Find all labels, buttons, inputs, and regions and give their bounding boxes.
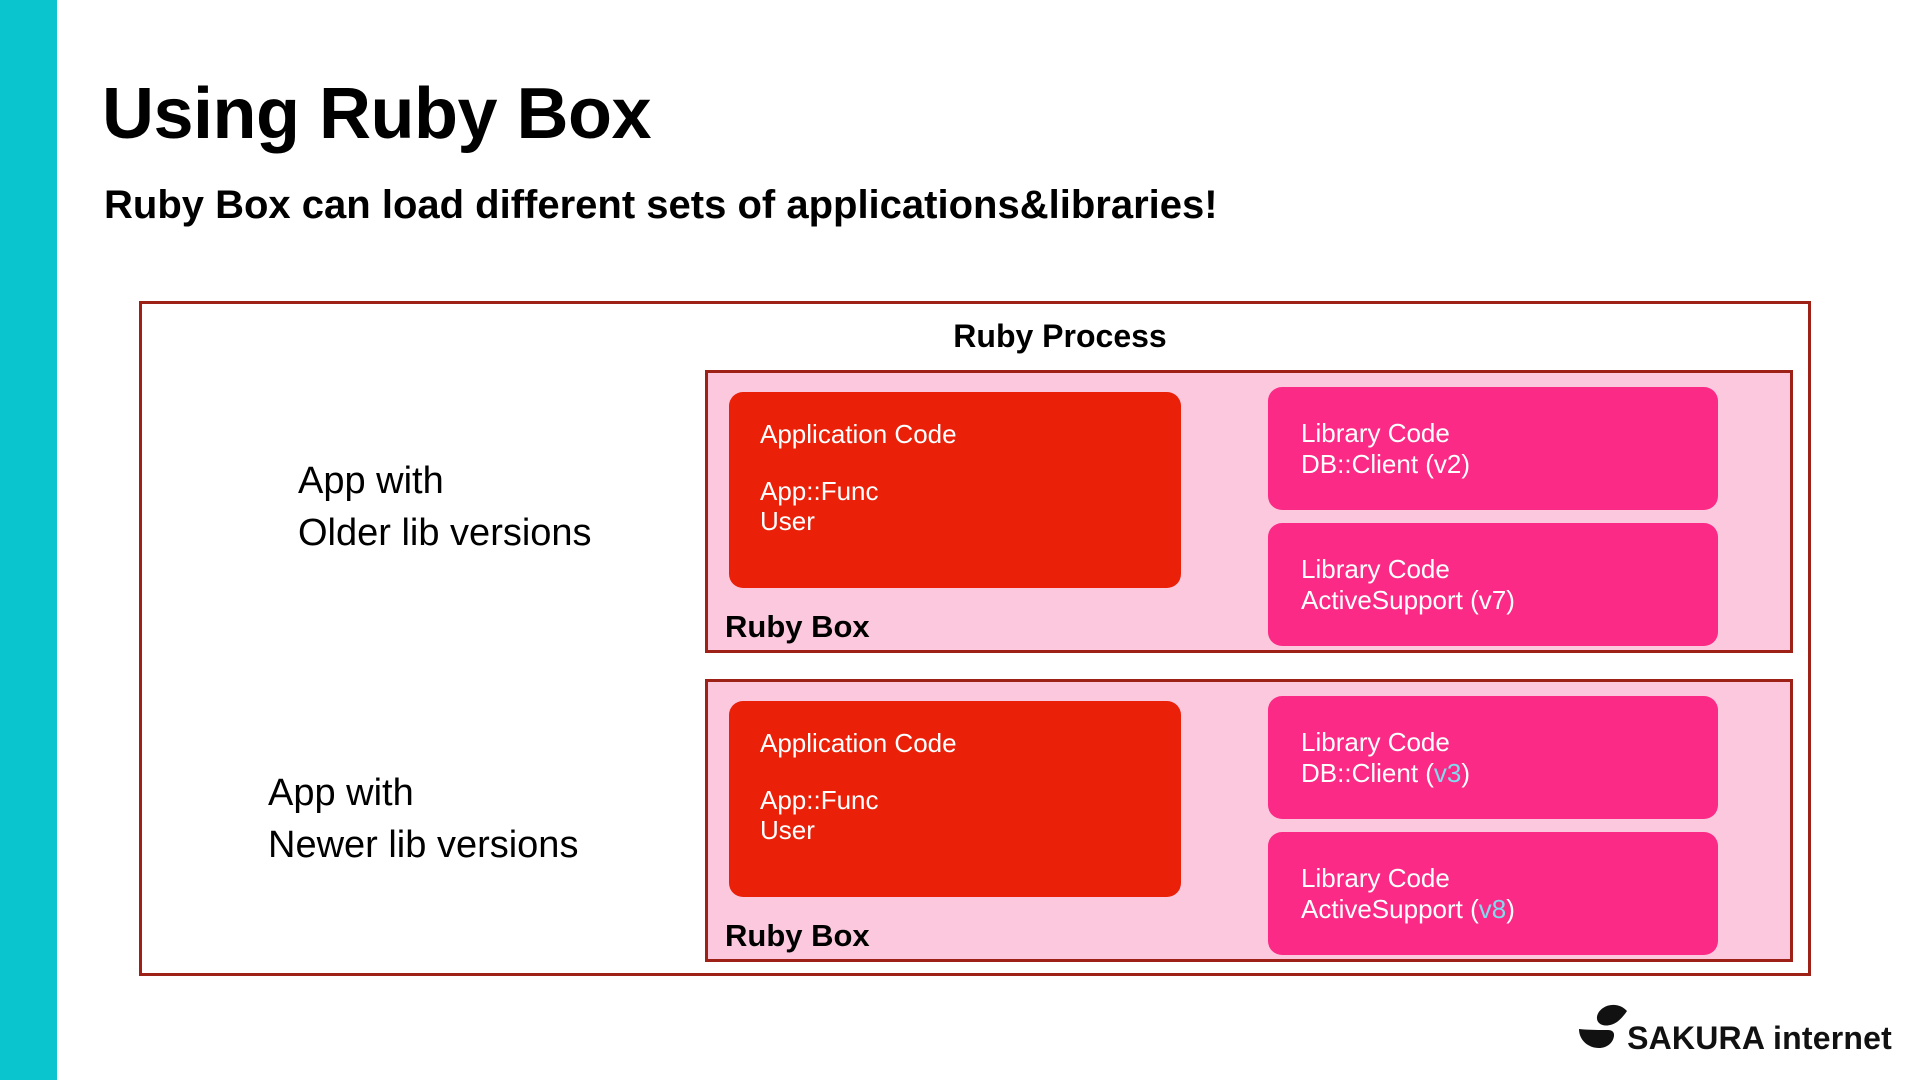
sakura-internet-logo-text: SAKURA internet bbox=[1627, 1020, 1892, 1056]
application-code-line-2: User bbox=[760, 506, 815, 537]
sakura-petal-icon bbox=[1577, 1002, 1629, 1054]
library-card-name: DB::Client (v2) bbox=[1301, 449, 1718, 479]
ruby-box-newer: Application Code App::Func User Library … bbox=[705, 679, 1793, 962]
annotation-older-line-1: App with bbox=[298, 460, 444, 502]
application-code-body: App::Func User bbox=[760, 785, 1181, 846]
annotation-newer-line-2: Newer lib versions bbox=[268, 824, 579, 867]
library-version-text: v7 bbox=[1478, 584, 1507, 615]
library-version-text: v8 bbox=[1478, 893, 1507, 924]
application-code-card: Application Code App::Func User bbox=[729, 392, 1181, 588]
application-code-line-2: User bbox=[760, 815, 815, 846]
library-suffix-text: ) bbox=[1461, 757, 1471, 788]
library-card-title: Library Code bbox=[1301, 418, 1450, 449]
application-code-body: App::Func User bbox=[760, 476, 1181, 537]
ruby-box-label: Ruby Box bbox=[725, 917, 870, 953]
ruby-process-frame: Ruby Process Application Code App::Func … bbox=[139, 301, 1811, 976]
application-code-line-1: App::Func bbox=[760, 475, 879, 506]
ruby-box-label: Ruby Box bbox=[725, 608, 870, 644]
annotation-newer-app: App with Newer lib versions bbox=[268, 767, 578, 872]
library-card-title: Library Code bbox=[1301, 727, 1450, 758]
annotation-older-line-2: Older lib versions bbox=[298, 512, 592, 555]
page-subtitle: Ruby Box can load different sets of appl… bbox=[104, 183, 1218, 227]
library-suffix-text: ) bbox=[1506, 893, 1515, 924]
library-card-title: Library Code bbox=[1301, 554, 1450, 585]
library-suffix-text: ) bbox=[1461, 448, 1471, 479]
library-name-text: DB::Client ( bbox=[1301, 448, 1434, 479]
library-name-text: DB::Client ( bbox=[1301, 757, 1434, 788]
annotation-older-app: App with Older lib versions bbox=[298, 455, 592, 560]
page-title: Using Ruby Box bbox=[102, 74, 652, 154]
ruby-box-older: Application Code App::Func User Library … bbox=[705, 370, 1793, 653]
application-code-title: Application Code bbox=[760, 419, 957, 449]
library-suffix-text: ) bbox=[1506, 584, 1515, 615]
library-card-activesupport-v8: Library Code ActiveSupport (v8) bbox=[1268, 832, 1718, 955]
library-card-name: DB::Client (v3) bbox=[1301, 758, 1718, 788]
library-version-text: v3 bbox=[1433, 757, 1462, 788]
library-card-title: Library Code bbox=[1301, 863, 1450, 894]
library-card-db-client-v3: Library Code DB::Client (v3) bbox=[1268, 696, 1718, 819]
library-card-name: ActiveSupport (v7) bbox=[1301, 585, 1718, 615]
application-code-title: Application Code bbox=[760, 728, 957, 758]
ruby-process-label: Ruby Process bbox=[953, 318, 1167, 354]
library-version-text: v2 bbox=[1433, 448, 1462, 479]
library-card-activesupport-v7: Library Code ActiveSupport (v7) bbox=[1268, 523, 1718, 646]
library-card-name: ActiveSupport (v8) bbox=[1301, 894, 1718, 924]
library-name-text: ActiveSupport ( bbox=[1301, 893, 1479, 924]
library-card-db-client-v2: Library Code DB::Client (v2) bbox=[1268, 387, 1718, 510]
application-code-line-1: App::Func bbox=[760, 784, 879, 815]
annotation-newer-line-1: App with bbox=[268, 772, 414, 814]
sakura-internet-logo: SAKURA internet bbox=[1577, 1002, 1892, 1056]
library-name-text: ActiveSupport ( bbox=[1301, 584, 1479, 615]
application-code-card: Application Code App::Func User bbox=[729, 701, 1181, 897]
left-accent-bar bbox=[0, 0, 57, 1080]
